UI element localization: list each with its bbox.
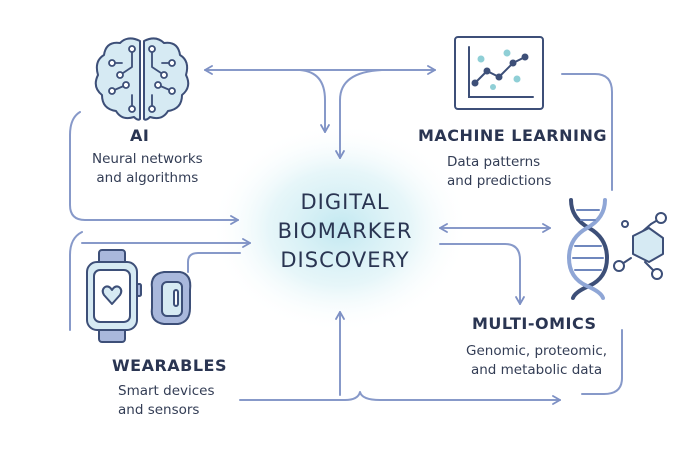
machine-learning-description: Data patterns and predictions: [447, 154, 552, 189]
connector-center-omics-down: [439, 243, 525, 305]
multi-omics-description: Genomic, proteomic, and metabolic data: [466, 343, 608, 378]
ai-title: AI: [130, 126, 150, 145]
scatter-chart-icon: [454, 36, 544, 110]
wearables-description: Smart devices and sensors: [118, 383, 215, 418]
multi-omics-title: MULTI-OMICS: [472, 314, 597, 333]
connector-lines: [69, 65, 623, 405]
connector-watch-center: [187, 252, 241, 273]
connector-omics-bottom: [581, 329, 623, 395]
smartwatch-icon: [86, 249, 142, 343]
center-title: DIGITAL BIOMARKER DISCOVERY: [277, 190, 413, 272]
connector-top-center-left: [299, 69, 330, 133]
dna-molecule-icon: [567, 198, 667, 300]
brain-icon: [94, 37, 190, 121]
connector-bottom: [239, 391, 561, 405]
machine-learning-title: MACHINE LEARNING: [418, 126, 607, 145]
connector-top-center-right: [335, 69, 383, 159]
ai-description: Neural networks and algorithms: [92, 151, 203, 186]
connector-ml-omics: [561, 73, 613, 191]
connector-wearables-center: [69, 231, 83, 331]
connector-ai-center: [69, 111, 239, 225]
fitness-band-icon: [150, 271, 192, 325]
wearables-title: WEARABLES: [112, 356, 228, 375]
center-glow: [210, 123, 470, 333]
